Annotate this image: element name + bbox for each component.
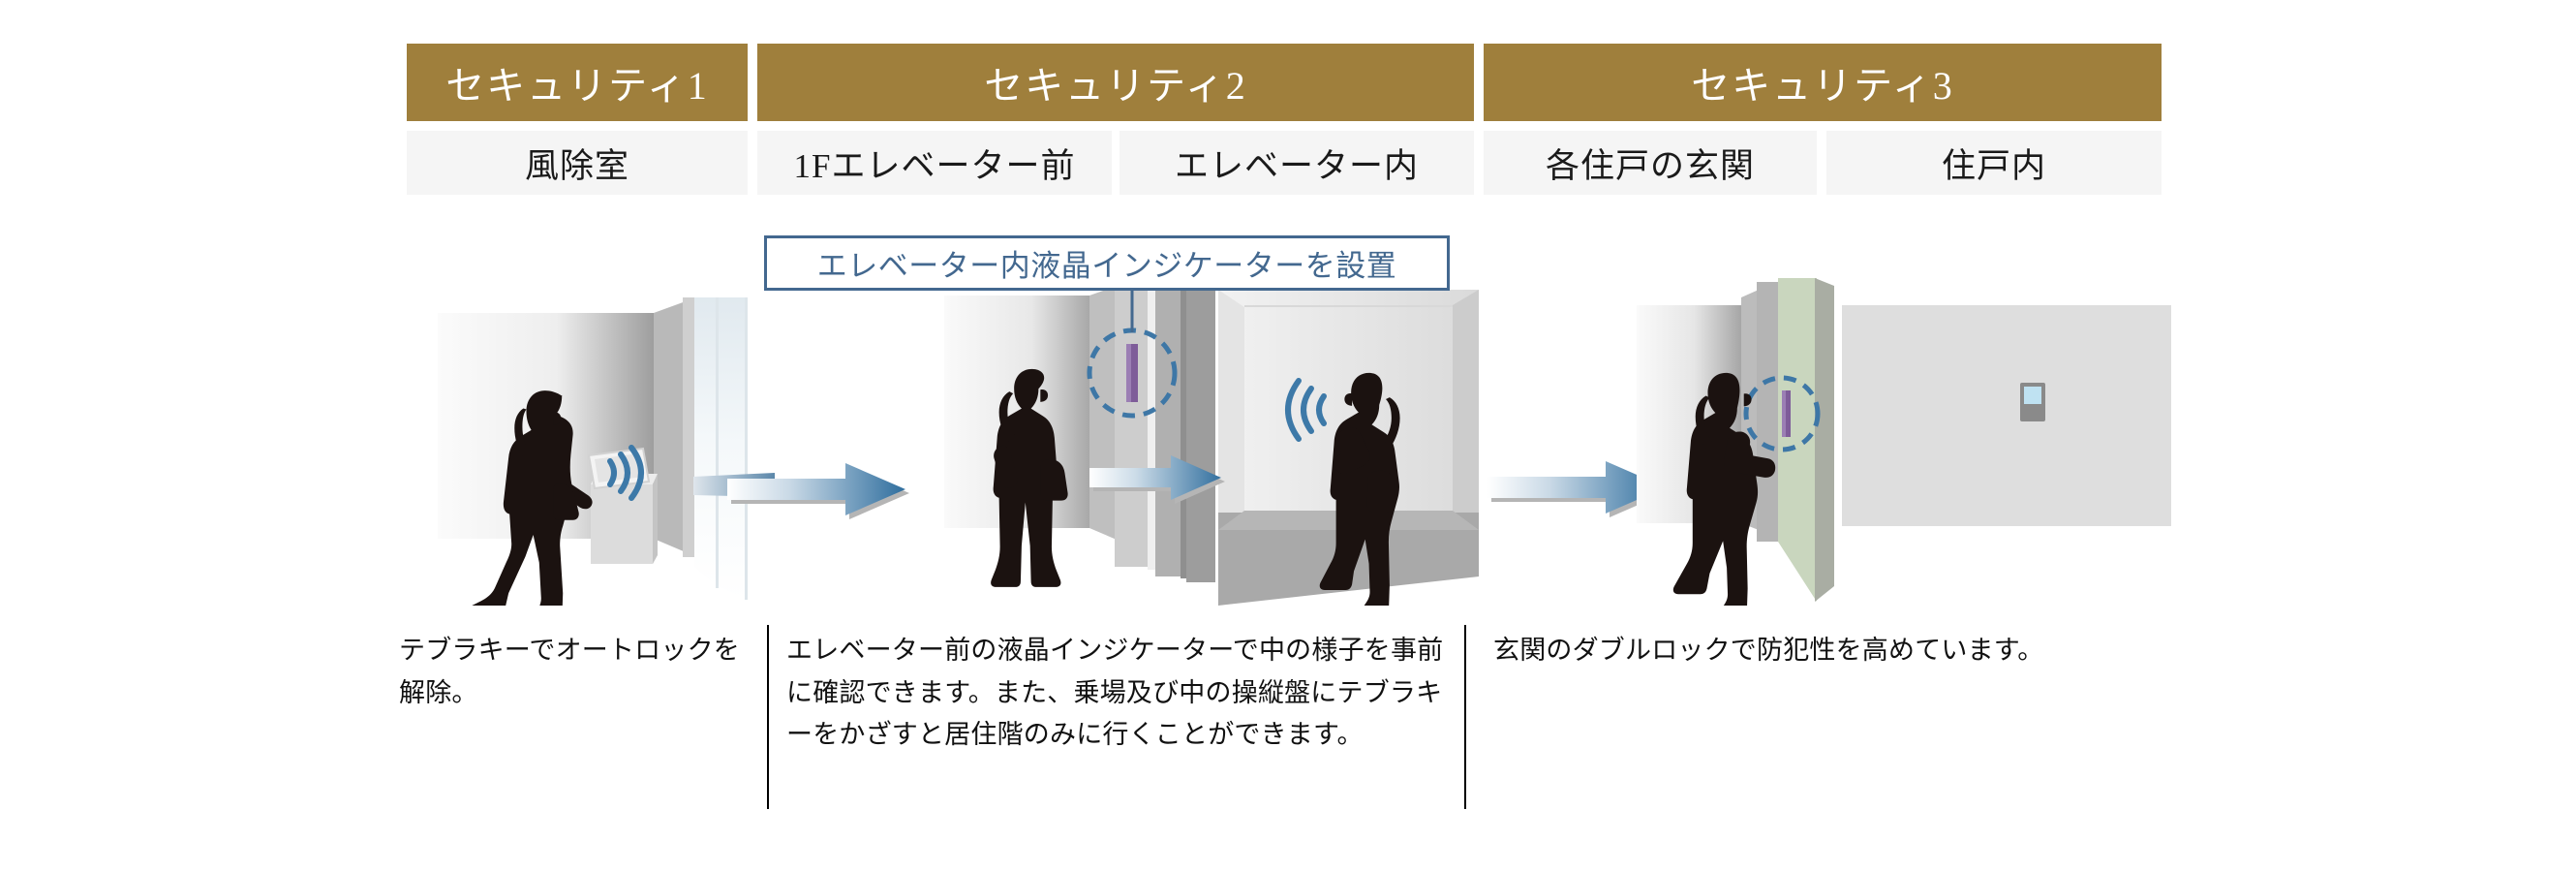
sub-header-inside-unit: 住戸内 (1826, 131, 2162, 195)
flow-arrow-icon (1487, 461, 1670, 517)
header-security-2-label: セキュリティ2 (984, 64, 1247, 108)
caption-security-2-text: エレベーター前の液晶インジケーターで中の様子を事前に確認できます。また、乗場及び… (786, 636, 1444, 750)
lcd-indicator-icon (1782, 390, 1791, 437)
header-security-3: セキュリティ3 (1484, 44, 2162, 121)
person-silhouette (472, 390, 593, 606)
person-silhouette (991, 368, 1068, 587)
lock-highlight-circle (1743, 375, 1821, 452)
sub-header-label: 各住戸の玄関 (1545, 146, 1755, 185)
lcd-indicator-annotation: エレベーター内液晶インジケーターを設置 (764, 235, 1450, 291)
lcd-indicator-annotation-label: エレベーター内液晶インジケーターを設置 (816, 249, 1397, 283)
sub-header-elevator-hall-1f: 1Fエレベーター前 (757, 131, 1112, 195)
header-security-1: セキュリティ1 (407, 44, 748, 121)
caption-security-2: エレベーター前の液晶インジケーターで中の様子を事前に確認できます。また、乗場及び… (786, 630, 1453, 757)
scene-elevator (944, 276, 1487, 606)
sub-header-unit-entrance: 各住戸の玄関 (1484, 131, 1817, 195)
scene-entrance-vestibule (426, 276, 775, 606)
caption-security-1-text: テブラキーでオートロックを解除。 (399, 636, 740, 707)
flow-arrow-2 (1482, 453, 1675, 517)
flow-arrow-1 (721, 455, 915, 519)
sub-header-label: 住戸内 (1941, 146, 2046, 185)
scene-2-illustration (944, 276, 1479, 606)
sub-header-label: エレベーター内 (1174, 146, 1419, 185)
person-silhouette (1319, 372, 1400, 606)
person-silhouette (1672, 372, 1776, 606)
header-security-1-label: セキュリティ1 (445, 64, 709, 108)
flow-arrow-icon (1089, 455, 1225, 504)
sub-header-inside-elevator: エレベーター内 (1119, 131, 1474, 195)
caption-security-3-text: 玄関のダブルロックで防犯性を高めています。 (1493, 636, 2044, 665)
scene-unit-entrance (1637, 276, 2179, 606)
sub-header-entrance-vestibule: 風除室 (407, 131, 748, 195)
caption-divider-1 (767, 625, 769, 809)
sub-header-label: 風除室 (524, 146, 629, 185)
caption-security-3: 玄関のダブルロックで防犯性を高めています。 (1493, 630, 2171, 672)
caption-security-1: テブラキーでオートロックを解除。 (399, 630, 748, 714)
wireless-signal-icon (1285, 378, 1327, 442)
flow-arrow-icon (727, 463, 909, 519)
header-security-2: セキュリティ2 (757, 44, 1474, 121)
caption-divider-2 (1464, 625, 1466, 809)
scene-3-illustration (1637, 278, 2171, 606)
header-security-3-label: セキュリティ3 (1691, 64, 1954, 108)
wireless-signal-icon (607, 445, 644, 501)
intercom-panel-icon (2020, 383, 2045, 421)
sub-header-label: 1Fエレベーター前 (793, 146, 1076, 185)
scene-1-illustration (438, 297, 775, 606)
